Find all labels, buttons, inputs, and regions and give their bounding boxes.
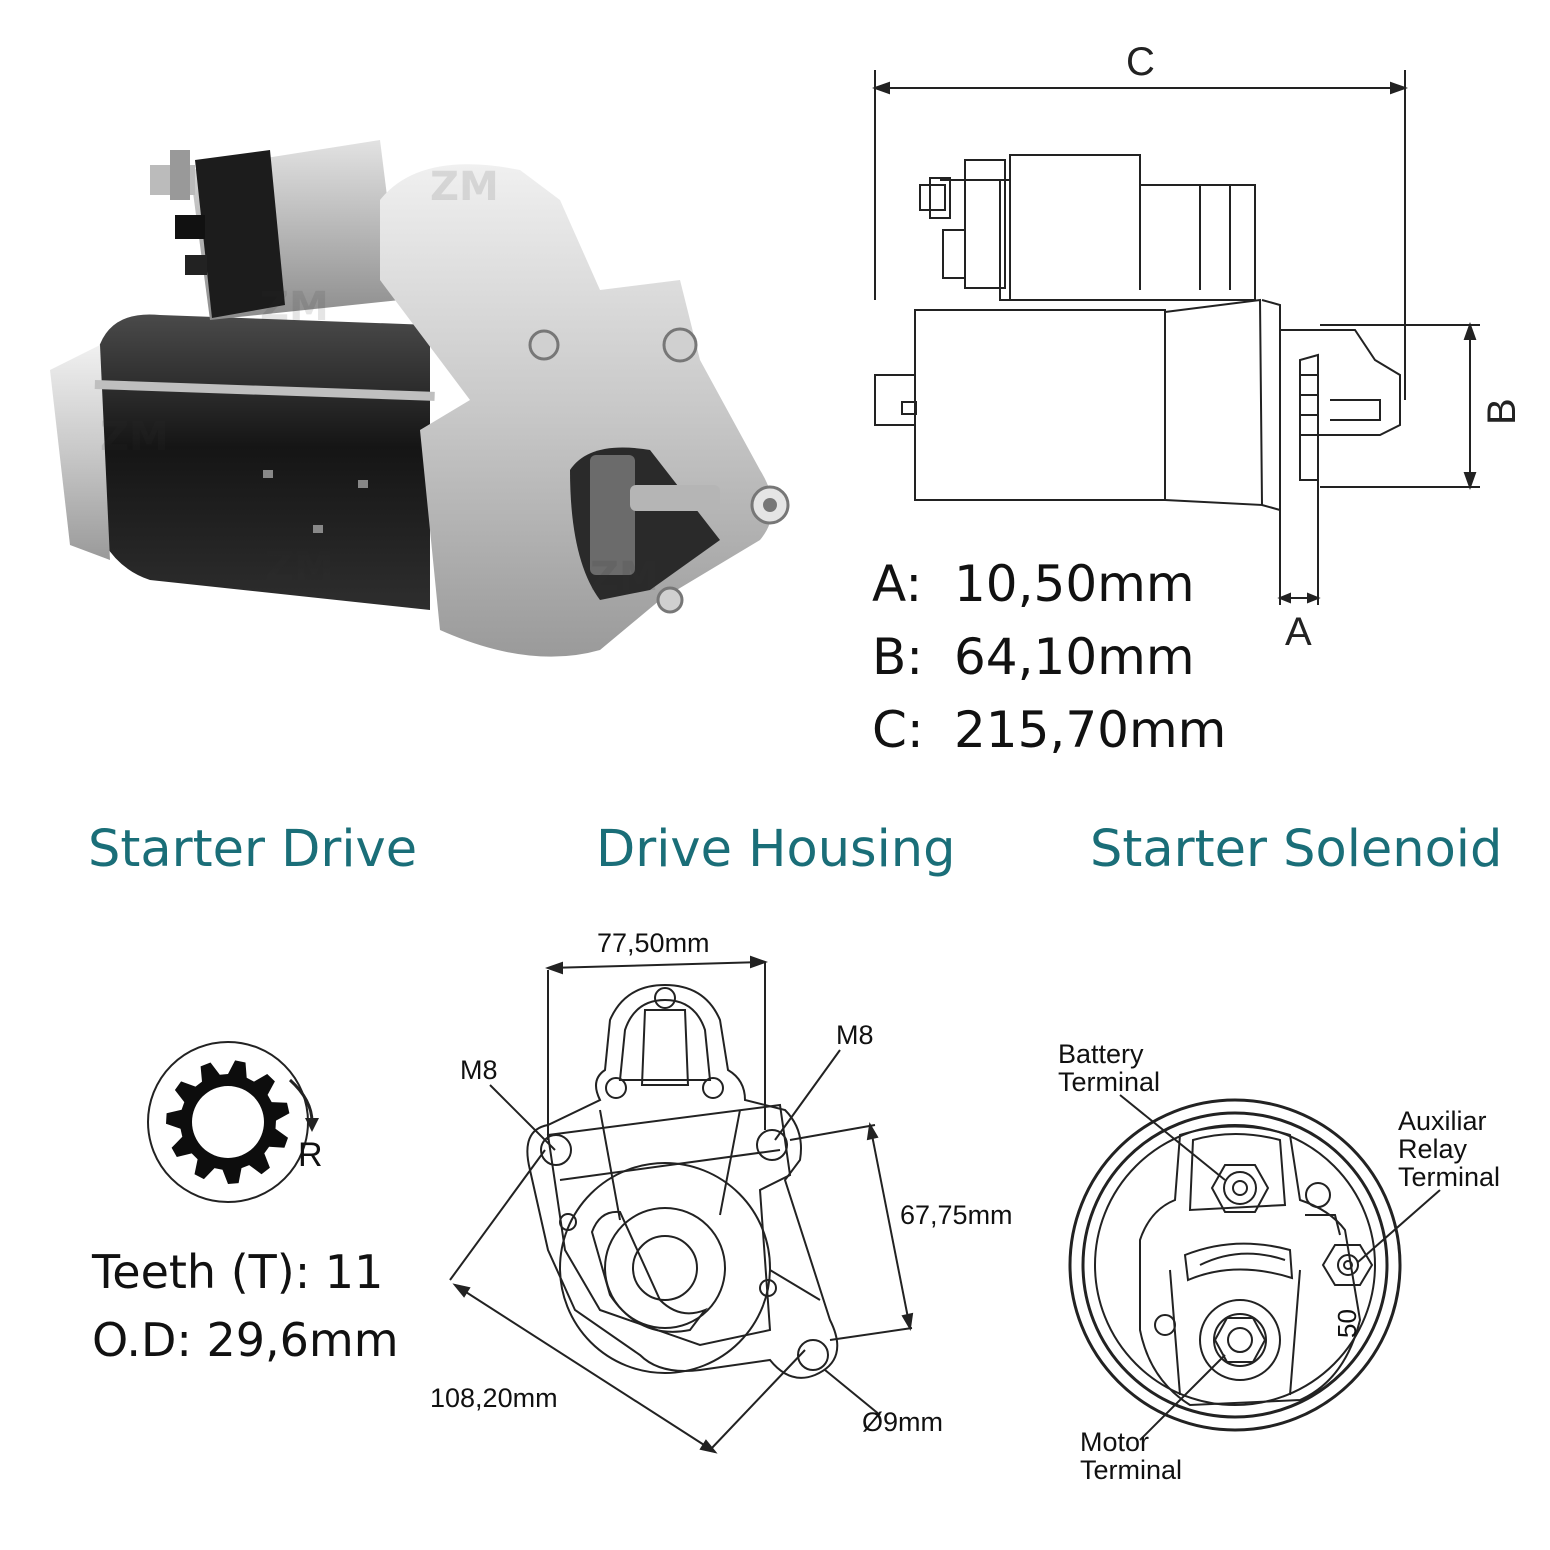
battery-terminal-label: Battery Terminal bbox=[1058, 1040, 1160, 1096]
drive-housing-body bbox=[380, 164, 790, 657]
dimension-row-b: B: 64,10mm bbox=[872, 628, 1195, 686]
top-width-dimension: 77,50mm bbox=[597, 928, 710, 958]
motor-terminal-line: Motor bbox=[1080, 1427, 1150, 1457]
watermark: ZM bbox=[430, 164, 499, 210]
dimension-value: 64,10mm bbox=[954, 628, 1195, 686]
section-title-starter-drive: Starter Drive bbox=[88, 820, 418, 879]
hole-diameter: Ø9mm bbox=[862, 1407, 943, 1437]
dimension-key: A: bbox=[872, 555, 923, 613]
teeth-count: Teeth (T): 11 bbox=[92, 1245, 384, 1299]
watermark: ZM bbox=[590, 554, 659, 600]
aux-terminal-line: Auxiliar bbox=[1398, 1106, 1487, 1136]
thread-right: M8 bbox=[836, 1020, 874, 1050]
motor-terminal-label: Motor Terminal bbox=[1080, 1428, 1182, 1484]
watermark: ZM bbox=[265, 544, 334, 590]
battery-terminal-line: Battery bbox=[1058, 1039, 1144, 1069]
terminal-number: 50 bbox=[1332, 1309, 1362, 1338]
aux-terminal-line: Terminal bbox=[1398, 1162, 1501, 1192]
dim-letter-a: A bbox=[1285, 610, 1312, 654]
thread-left: M8 bbox=[460, 1055, 498, 1085]
side-view-drawing bbox=[872, 70, 1480, 605]
dimension-row-c: C: 215,70mm bbox=[872, 701, 1226, 759]
dimension-row-a: A: 10,50mm bbox=[872, 555, 1195, 613]
motor-terminal-line: Terminal bbox=[1080, 1455, 1183, 1485]
diagonal-dimension: 108,20mm bbox=[430, 1383, 558, 1413]
dim-letter-c: C bbox=[1126, 40, 1155, 84]
rotation-label: R bbox=[298, 1136, 323, 1174]
aux-terminal-label: Auxiliar Relay Terminal bbox=[1398, 1107, 1500, 1191]
height-dimension: 67,75mm bbox=[900, 1200, 1013, 1230]
section-title-starter-solenoid: Starter Solenoid bbox=[1090, 820, 1503, 879]
starter-motor-photo: ZM ZM ZM ZM ZM bbox=[50, 140, 790, 657]
dimension-key: C: bbox=[872, 701, 924, 759]
dimension-value: 10,50mm bbox=[954, 555, 1195, 613]
watermark: ZM bbox=[100, 414, 169, 460]
aux-terminal-line: Relay bbox=[1398, 1134, 1468, 1164]
solenoid-body bbox=[150, 140, 400, 320]
dimension-key: B: bbox=[872, 628, 924, 686]
section-title-drive-housing: Drive Housing bbox=[596, 820, 956, 879]
battery-terminal-line: Terminal bbox=[1058, 1067, 1161, 1097]
outer-diameter: O.D: 29,6mm bbox=[92, 1313, 399, 1367]
dimension-value: 215,70mm bbox=[954, 701, 1227, 759]
watermark: ZM bbox=[260, 284, 329, 330]
motor-body bbox=[50, 314, 435, 610]
